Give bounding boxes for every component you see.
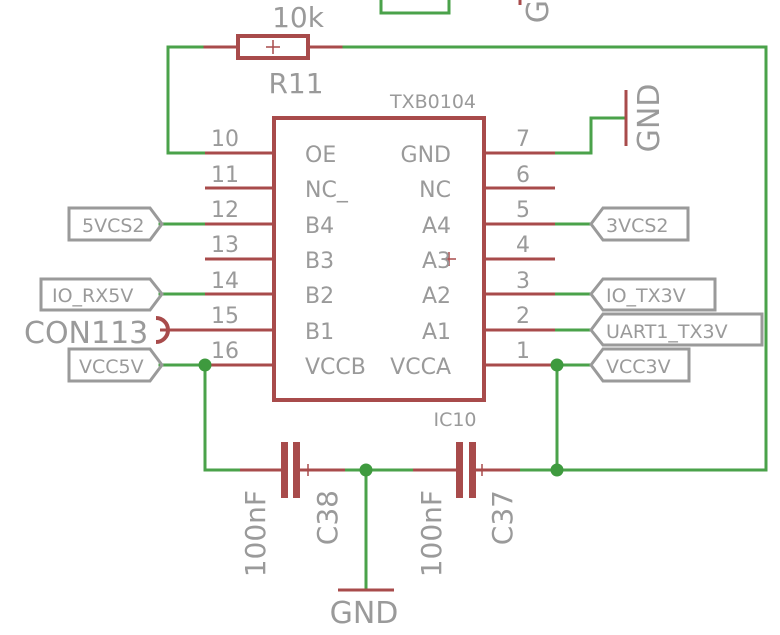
junction-dot <box>550 463 564 477</box>
resistor-name: R11 <box>268 67 323 100</box>
pin-name: B3 <box>305 249 334 274</box>
pin-number: 1 <box>516 339 530 364</box>
c37-name: C37 <box>486 490 519 545</box>
pin-name: NC <box>419 178 451 203</box>
pin-number: 5 <box>516 198 530 223</box>
pin-number: 11 <box>211 163 239 188</box>
vcca-cap-wire <box>518 363 559 472</box>
pin-name: B1 <box>305 320 334 345</box>
pin-name: NC_ <box>305 178 349 203</box>
gnd-label-bottom: GND <box>330 596 399 631</box>
pin-name: A1 <box>422 320 451 345</box>
net-label-io-rx5v <box>39 277 164 312</box>
pin-number: 7 <box>516 127 530 152</box>
net-label-text: IO_TX3V <box>606 285 686 307</box>
resistor-origin-mark <box>266 40 280 54</box>
net-label-vcc5v <box>67 347 164 383</box>
pin-number: 14 <box>211 269 239 294</box>
ic-right-pins <box>484 151 555 367</box>
ic-type: TXB0104 <box>389 91 476 113</box>
pin-name: GND <box>401 143 451 168</box>
ic-name: IC10 <box>433 409 476 431</box>
gnd-label-top-cut: G <box>521 0 556 23</box>
net-label-3vcs2 <box>589 206 690 242</box>
resistor-value: 10k <box>272 1 325 34</box>
oe-pullup-wire <box>166 45 207 155</box>
net-label-vcc3v <box>589 347 691 383</box>
pin-name: A2 <box>422 284 451 309</box>
c37-value: 100nF <box>415 490 448 577</box>
c38-origin-mark <box>302 464 314 476</box>
connector-symbol <box>155 316 170 344</box>
pin-name: A4 <box>422 214 451 239</box>
pin-name: VCCA <box>390 355 451 380</box>
resistor-body <box>236 34 310 60</box>
connector-label: CON113 <box>24 316 148 351</box>
c38-name: C38 <box>311 490 344 545</box>
top-partial-wire <box>379 0 451 15</box>
pin-number: 6 <box>516 163 530 188</box>
pin-name: A3 <box>422 249 451 274</box>
gnd-wire-top <box>553 116 628 155</box>
ic-origin-mark <box>442 252 456 266</box>
pin-name: B2 <box>305 284 334 309</box>
net-label-io-tx3v <box>589 277 717 312</box>
gnd-label-top-right: GND <box>632 84 667 153</box>
pin-number: 16 <box>211 339 239 364</box>
pin-number: 15 <box>211 304 239 329</box>
vccb-cap-wire <box>203 363 242 472</box>
pin-number: 3 <box>516 269 530 294</box>
pin-name: B4 <box>305 214 334 239</box>
net-label-5vcs2 <box>67 206 164 242</box>
net-label-text: 5VCS2 <box>82 215 145 237</box>
pin-name: VCCB <box>305 355 366 380</box>
c38-plate-right <box>293 442 300 498</box>
pin-number: 2 <box>516 304 530 329</box>
ic-left-pins <box>160 151 274 367</box>
net-label-text: UART1_TX3V <box>606 321 728 343</box>
c37-plate-right <box>469 442 476 498</box>
pin-number: 13 <box>211 233 239 258</box>
net-label-text: IO_RX5V <box>52 285 133 307</box>
junction-dot <box>359 463 373 477</box>
net-label-text: VCC3V <box>606 356 671 378</box>
c37-plate-left <box>456 442 463 498</box>
c37-origin-mark <box>476 464 488 476</box>
pin-number: 4 <box>516 233 530 258</box>
pin-name: OE <box>305 143 336 168</box>
pin-number: 10 <box>211 127 239 152</box>
net-label-text: VCC5V <box>79 356 144 378</box>
junction-dot <box>198 358 212 372</box>
net-label-uart1-tx3v <box>589 312 764 347</box>
c38-value: 100nF <box>239 490 272 577</box>
vcca-pullup-wire <box>342 45 768 472</box>
c38-plate-left <box>281 442 288 498</box>
net-label-text: 3VCS2 <box>606 215 669 237</box>
pin-number: 12 <box>211 198 239 223</box>
junction-dot <box>550 358 564 372</box>
